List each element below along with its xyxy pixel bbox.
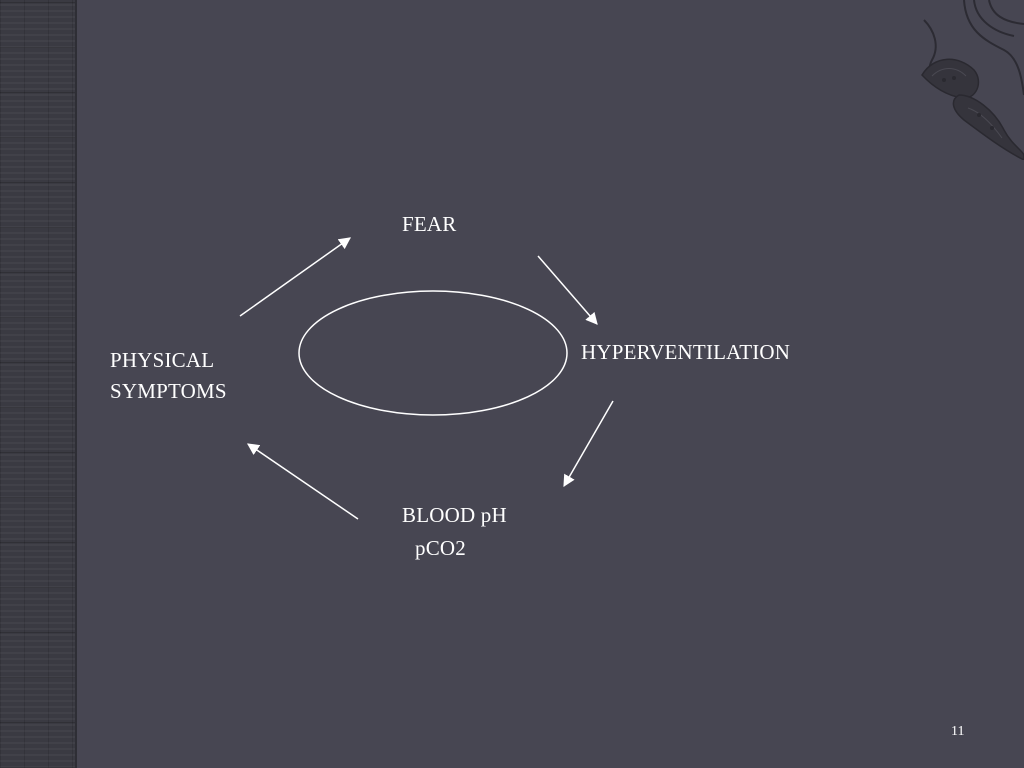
node-fear: FEAR <box>402 212 457 236</box>
arrow-physical-symptoms-to-fear <box>239 237 351 317</box>
arrow-blood-ph-to-physical-symptoms <box>247 443 359 520</box>
decorative-side-strip <box>0 0 75 768</box>
corner-ornament-icon <box>921 0 1024 160</box>
arrow-fear-to-hyperventilation <box>537 255 598 325</box>
cycle-ellipse <box>298 290 568 416</box>
node-pco2: pCO2 <box>415 536 466 560</box>
page-number: 11 <box>951 724 965 739</box>
node-physical-symptoms-line1: PHYSICAL <box>110 348 215 372</box>
arrow-hyperventilation-to-blood-ph <box>563 400 614 488</box>
node-hyperventilation: HYPERVENTILATION <box>581 340 791 364</box>
node-blood-ph: BLOOD pH <box>402 503 507 527</box>
side-strip-edge <box>75 0 77 768</box>
node-physical-symptoms-line2: SYMPTOMS <box>110 379 227 403</box>
node-physical-symptoms: PHYSICAL SYMPTOMS <box>110 345 227 407</box>
